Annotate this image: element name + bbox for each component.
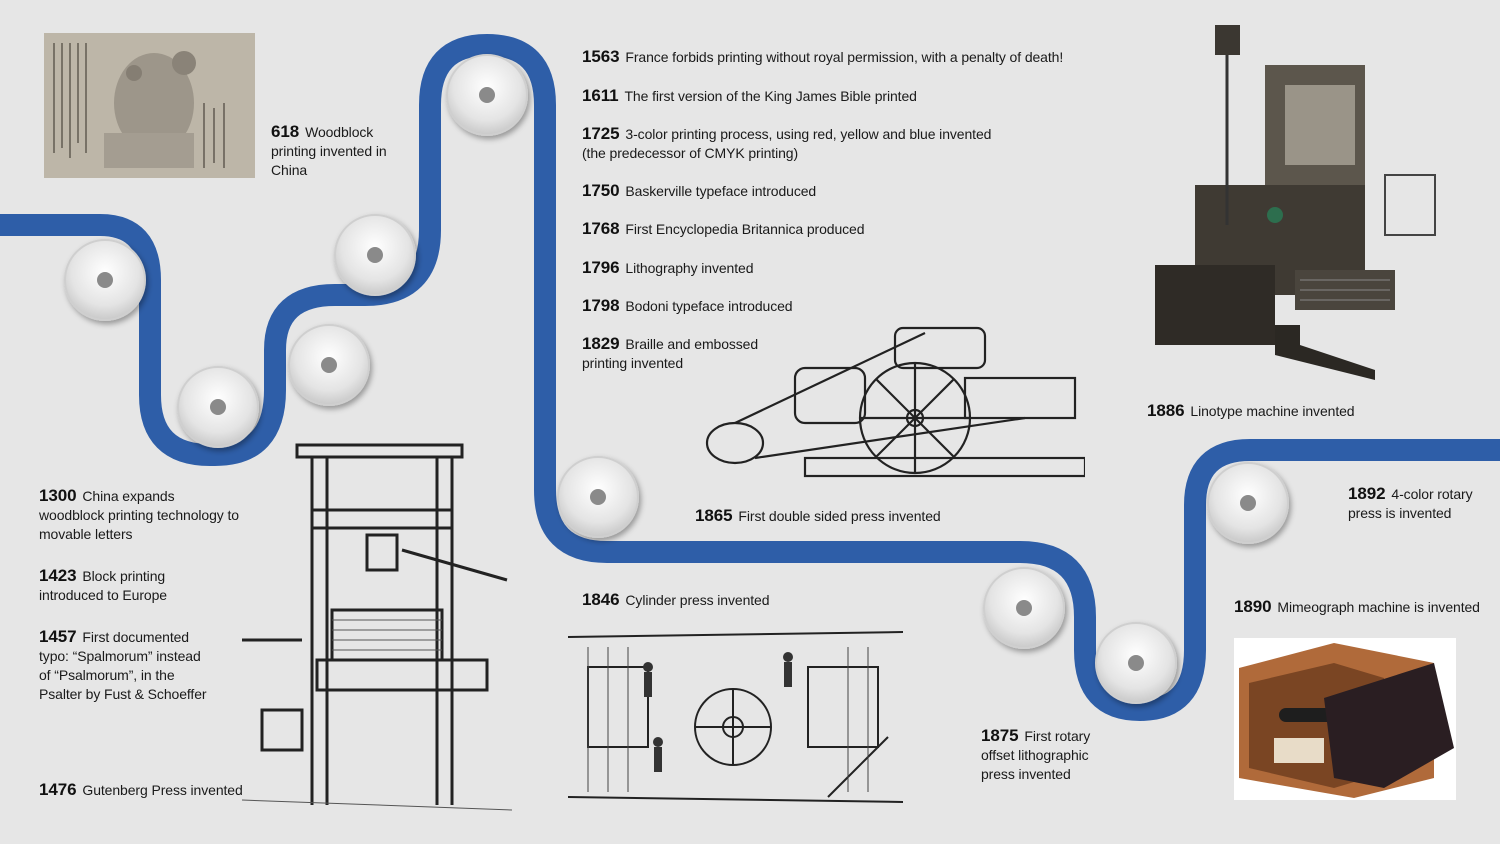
event-text: France forbids printing without royal pe…	[625, 49, 1064, 65]
event-year: 1768	[582, 219, 620, 238]
event-text: Baskerville typeface introduced	[625, 183, 817, 199]
event-1611: 1611 The first version of the King James …	[582, 86, 982, 106]
event-year: 1725	[582, 124, 620, 143]
event-text: First rotary offset lithographic press i…	[981, 728, 1091, 782]
event-1890: 1890 Mimeograph machine is invented	[1234, 597, 1494, 617]
event-year: 1796	[582, 258, 620, 277]
event-1846: 1846 Cylinder press invented	[582, 590, 882, 610]
event-1796: 1796 Lithography invented	[582, 258, 982, 278]
event-text: First documented typo: “Spalmorum” inste…	[39, 629, 207, 702]
event-text: First Encyclopedia Britannica produced	[625, 221, 865, 237]
woodblock-print-image	[44, 33, 255, 178]
event-text: Block printing introduced to Europe	[39, 568, 167, 603]
event-1750: 1750 Baskerville typeface introduced	[582, 181, 982, 201]
timeline-disc-dot	[1016, 600, 1032, 616]
event-year: 1563	[582, 47, 620, 66]
event-text: The first version of the King James Bibl…	[624, 88, 917, 104]
event-year: 1890	[1234, 597, 1272, 616]
cylinder-press-image	[568, 627, 903, 810]
event-year: 1423	[39, 566, 77, 585]
event-1798: 1798 Bodoni typeface introduced	[582, 296, 982, 316]
event-text: Braille and embossed printing invented	[582, 336, 759, 371]
event-1768: 1768 First Encyclopedia Britannica produc…	[582, 219, 982, 239]
timeline-path	[0, 34, 1500, 721]
timeline-disc-dot	[590, 489, 606, 505]
timeline-disc-dot	[321, 357, 337, 373]
event-1476: 1476 Gutenberg Press invented	[39, 780, 249, 800]
event-year: 1829	[582, 334, 620, 353]
event-text: Woodblock printing invented in China	[271, 124, 387, 178]
event-year: 1892	[1348, 484, 1386, 503]
event-text: Cylinder press invented	[625, 592, 770, 608]
event-text: Bodoni typeface introduced	[625, 298, 793, 314]
mimeograph-machine-image	[1234, 638, 1456, 800]
event-text: 3-color printing process, using red, yel…	[582, 126, 992, 161]
gutenberg-press-image	[242, 440, 512, 818]
timeline-disc-dot	[210, 399, 226, 415]
timeline-disc-dot	[367, 247, 383, 263]
timeline-disc-dot	[1240, 495, 1256, 511]
event-year: 1476	[39, 780, 77, 799]
event-year: 1611	[582, 86, 619, 105]
event-1563: 1563 France forbids printing without roya…	[582, 47, 1082, 67]
timeline-disc-dot	[97, 272, 113, 288]
event-year: 1875	[981, 726, 1019, 745]
event-text: China expands woodblock printing technol…	[39, 488, 239, 542]
timeline-disc-dot	[1128, 655, 1144, 671]
event-1865: 1865 First double sided press invented	[695, 506, 1015, 526]
event-text: First double sided press invented	[738, 508, 941, 524]
double-sided-press-image	[695, 318, 1085, 486]
event-year: 1886	[1147, 401, 1185, 420]
event-text: Gutenberg Press invented	[82, 782, 243, 798]
event-1886: 1886 Linotype machine invented	[1147, 401, 1447, 421]
linotype-machine-image	[1125, 25, 1440, 390]
event-year: 1798	[582, 296, 620, 315]
timeline-disc-dot	[479, 87, 495, 103]
event-year: 1750	[582, 181, 620, 200]
event-text: 4-color rotary press is invented	[1348, 486, 1473, 521]
event-year: 618	[271, 122, 300, 141]
event-year: 1846	[582, 590, 620, 609]
event-year: 1300	[39, 486, 77, 505]
event-text: Mimeograph machine is invented	[1277, 599, 1480, 615]
event-text: Lithography invented	[625, 260, 754, 276]
event-text: Linotype machine invented	[1190, 403, 1355, 419]
event-year: 1865	[695, 506, 733, 525]
event-year: 1457	[39, 627, 77, 646]
